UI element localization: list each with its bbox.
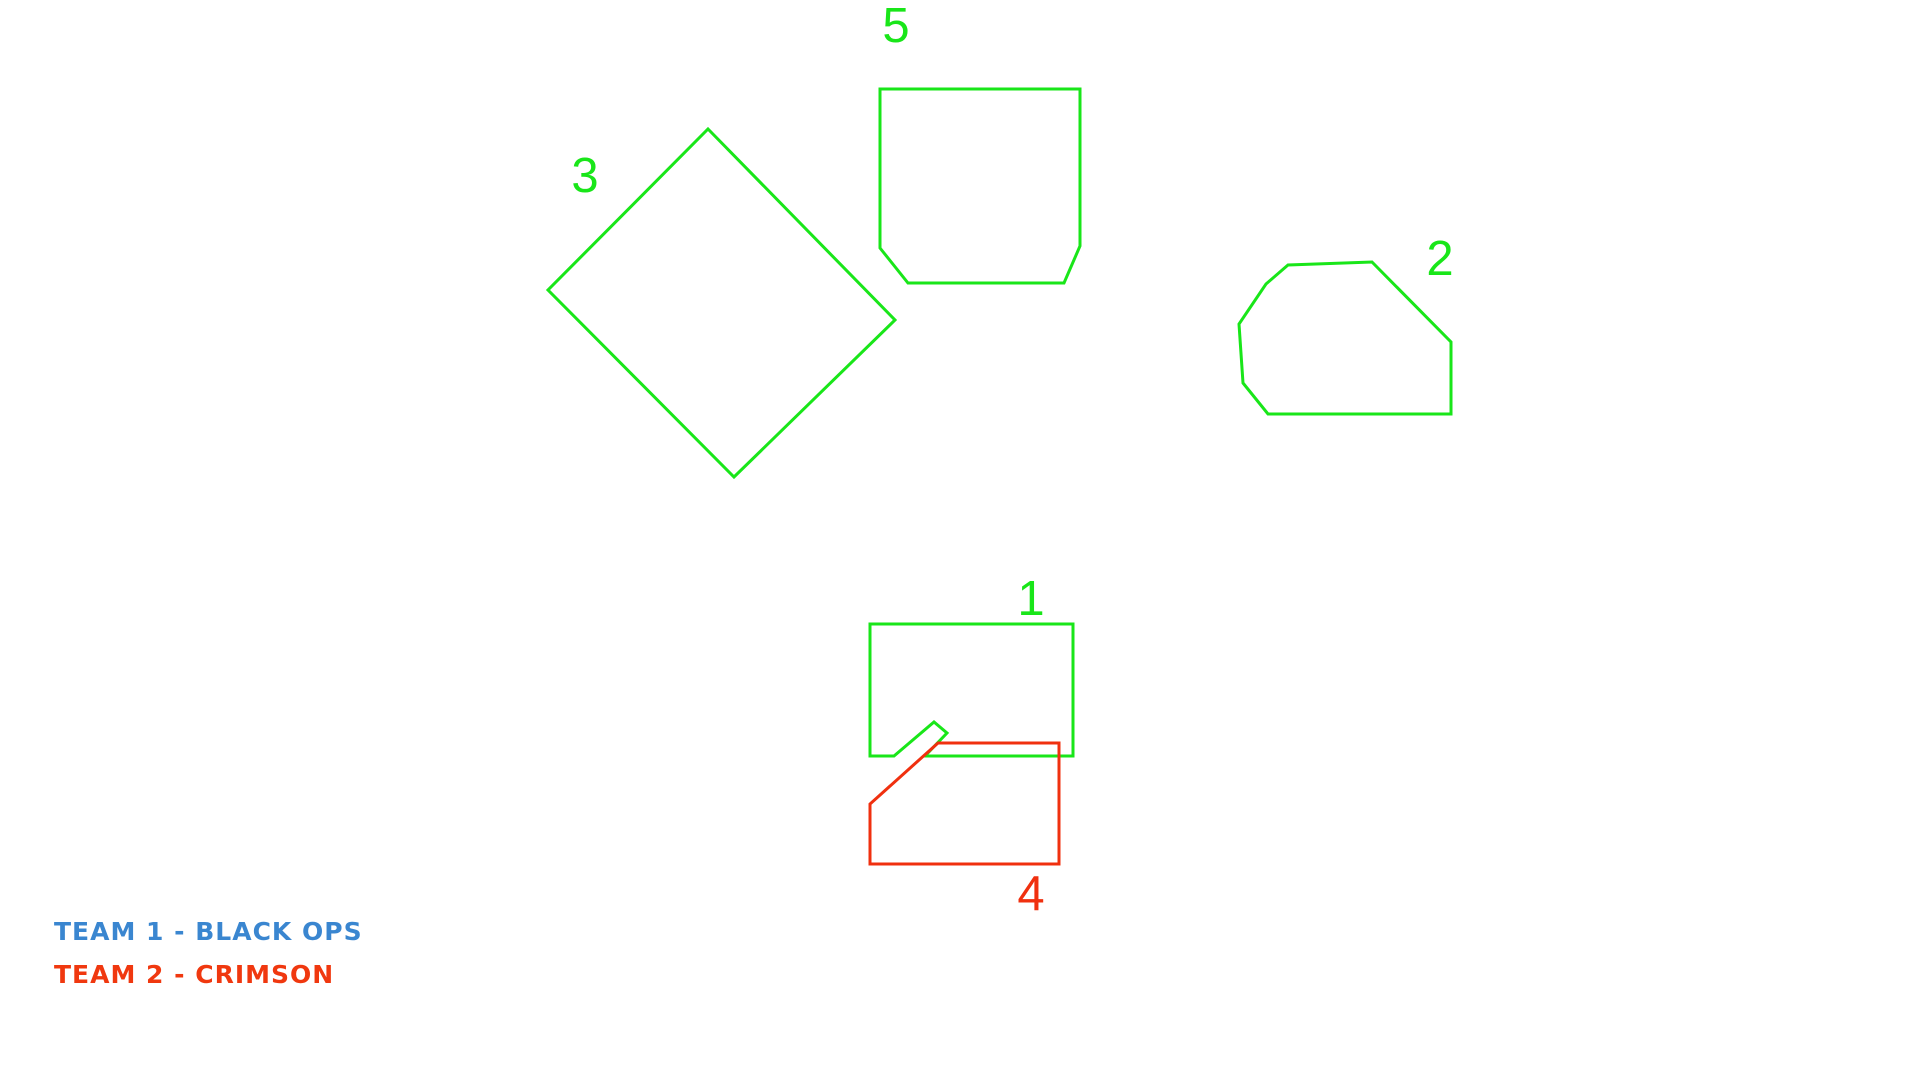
zone-4[interactable]: 4: [868, 741, 1061, 921]
zone-5[interactable]: 5: [878, 0, 1082, 285]
zone-4-label: 4: [1017, 867, 1044, 921]
zone-1-label: 1: [1017, 572, 1044, 626]
zone-2-outline: [1237, 260, 1453, 416]
zone-3[interactable]: 3: [545, 126, 898, 480]
zone-5-outline: [878, 87, 1082, 285]
zone-3-outline: [545, 126, 898, 480]
zone-5-label: 5: [882, 0, 909, 53]
legend-team-1: TEAM 1 - BLACK OPS: [54, 917, 363, 946]
legend-team-2: TEAM 2 - CRIMSON: [54, 960, 335, 989]
zone-4-outline: [868, 741, 1061, 866]
zone-1[interactable]: 1: [868, 572, 1075, 758]
zone-1-outline: [868, 622, 1075, 758]
zone-2[interactable]: 2: [1237, 232, 1454, 416]
zone-2-label: 2: [1426, 232, 1453, 286]
zone-3-label: 3: [571, 149, 598, 203]
team-legend: TEAM 1 - BLACK OPS TEAM 2 - CRIMSON: [54, 910, 363, 996]
